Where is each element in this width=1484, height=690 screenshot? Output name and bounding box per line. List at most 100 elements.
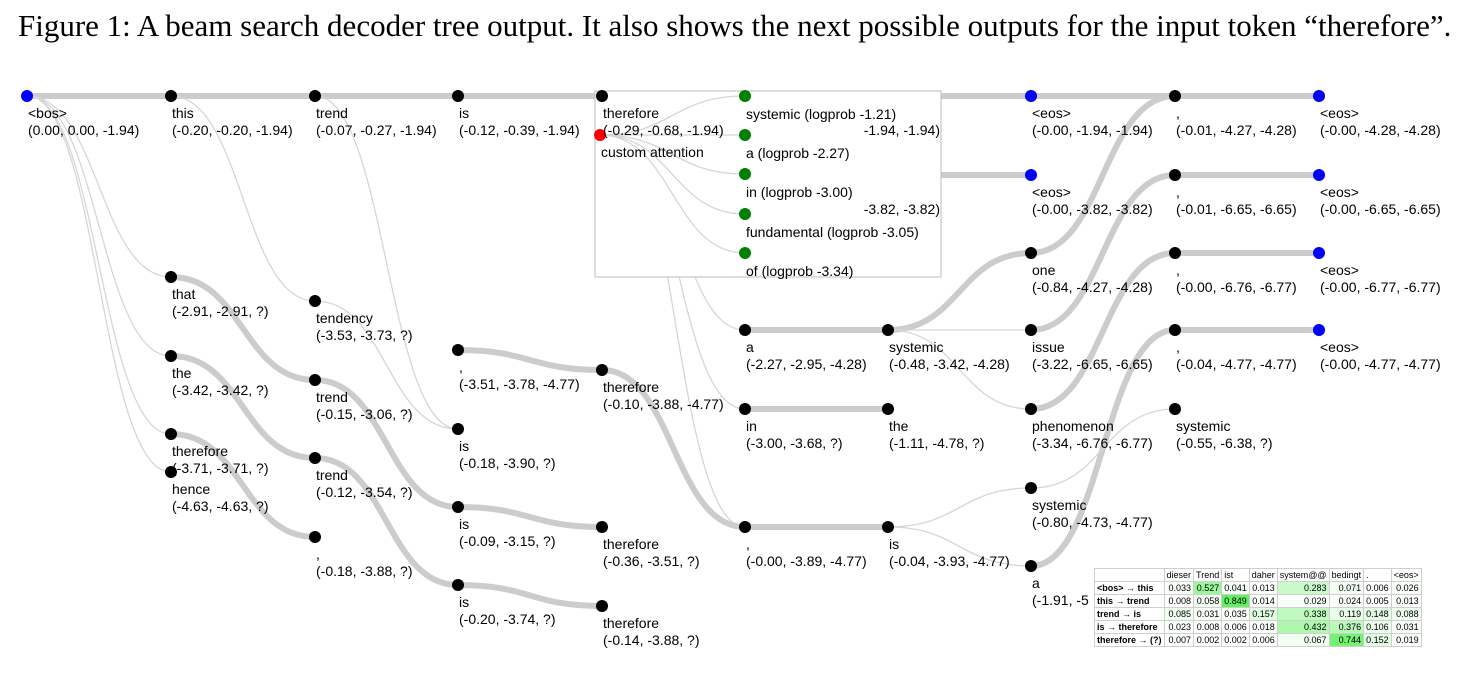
tree-node-sys5[interactable] — [1169, 403, 1181, 415]
tree-node-therefore3[interactable] — [596, 364, 608, 376]
tree-node-one[interactable] — [1025, 247, 1037, 259]
attention-row-label: is → therefore — [1094, 620, 1165, 634]
tree-node-comma2[interactable] — [309, 531, 321, 543]
tree-node-is3[interactable] — [452, 501, 464, 513]
tree-node-issue[interactable] — [1025, 324, 1037, 336]
node-score-label: (-0.36, -3.51, ?) — [603, 553, 700, 569]
node-word-label: trend — [316, 467, 348, 483]
node-word-label: <eos> — [1320, 184, 1359, 200]
node-word-label: fundamental (logprob -3.05) — [746, 224, 919, 240]
tree-edge — [885, 250, 1034, 333]
attention-cell: 0.106 — [1363, 620, 1392, 634]
tree-node-ca[interactable] — [594, 129, 606, 141]
node-score-label: (0.00, 0.00, -1.94) — [28, 122, 139, 138]
node-score-label: (-3.51, -3.78, -4.77) — [459, 376, 580, 392]
tree-node-eos2[interactable] — [1025, 169, 1037, 181]
attention-cell: 0.283 — [1276, 581, 1330, 595]
tree-edge — [26, 95, 172, 278]
node-word-label: therefore — [603, 105, 659, 121]
tree-node-sys3[interactable] — [882, 324, 894, 336]
node-score-label: (-0.04, -3.93, -4.77) — [889, 553, 1010, 569]
attention-column-header: ist — [1221, 568, 1250, 582]
attention-cell: 0.023 — [1163, 620, 1195, 634]
attention-cell: 0.338 — [1276, 607, 1330, 621]
tree-node-the1[interactable] — [165, 350, 177, 362]
node-score-label: (-0.00, -6.77, -6.77) — [1320, 279, 1441, 295]
attention-cell: 0.119 — [1328, 607, 1365, 621]
node-word-label: is — [459, 105, 469, 121]
tree-node-sys4[interactable] — [1025, 482, 1037, 494]
attention-cell: 0.041 — [1221, 581, 1250, 595]
tree-node-comma4[interactable] — [739, 521, 751, 533]
node-score-label: -3.82, -3.82) — [864, 201, 940, 217]
attention-cell: 0.014 — [1248, 594, 1278, 608]
node-word-label: , — [316, 546, 320, 562]
tree-edge — [26, 95, 172, 473]
node-score-label: (-0.20, -3.74, ?) — [459, 611, 556, 627]
tree-node-a4[interactable] — [1025, 560, 1037, 572]
tree-node-therefore2[interactable] — [165, 428, 177, 440]
tree-node-tendency[interactable] — [309, 295, 321, 307]
tree-node-eos1[interactable] — [1025, 90, 1037, 102]
node-word-label: issue — [1032, 339, 1065, 355]
tree-node-in1[interactable] — [739, 168, 751, 180]
tree-node-eos3[interactable] — [1313, 90, 1325, 102]
attention-cell: 0.005 — [1363, 594, 1392, 608]
tree-node-c2[interactable] — [1169, 169, 1181, 181]
tree-node-is2[interactable] — [452, 423, 464, 435]
tree-node-eos4[interactable] — [1313, 169, 1325, 181]
tree-node-phen[interactable] — [1025, 403, 1037, 415]
attention-column-header: <eos> — [1390, 568, 1422, 582]
node-score-label: (-0.14, -3.88, ?) — [603, 632, 700, 648]
tree-node-therefore4[interactable] — [596, 521, 608, 533]
tree-node-sys1[interactable] — [739, 90, 751, 102]
tree-node-c3[interactable] — [1169, 247, 1181, 259]
tree-node-is4[interactable] — [452, 579, 464, 591]
node-word-label: , — [459, 359, 463, 375]
tree-node-hence[interactable] — [165, 466, 177, 478]
tree-node-eos6[interactable] — [1313, 324, 1325, 336]
tree-node-therefore1[interactable] — [596, 90, 608, 102]
tree-node-this[interactable] — [165, 90, 177, 102]
tree-node-c4[interactable] — [1169, 324, 1181, 336]
tree-node-c1[interactable] — [1169, 90, 1181, 102]
tree-node-eos5[interactable] — [1313, 247, 1325, 259]
tree-node-trend1[interactable] — [309, 90, 321, 102]
attention-column-header: Trend — [1193, 568, 1223, 582]
tree-node-that[interactable] — [165, 271, 177, 283]
node-word-label: <eos> — [1032, 184, 1071, 200]
tree-node-of1[interactable] — [739, 247, 751, 259]
tree-node-trend3[interactable] — [309, 452, 321, 464]
node-word-label: tendency — [316, 310, 373, 326]
node-word-label: , — [1176, 339, 1180, 355]
attention-cell: 0.013 — [1390, 594, 1422, 608]
candidate-popup-box — [594, 90, 942, 278]
tree-edge — [170, 95, 316, 302]
tree-node-is1[interactable] — [452, 90, 464, 102]
tree-edge — [599, 95, 746, 136]
tree-node-trend2[interactable] — [309, 374, 321, 386]
attention-column-header: daher — [1248, 568, 1278, 582]
attention-cell: 0.006 — [1248, 633, 1278, 647]
tree-node-the2[interactable] — [882, 403, 894, 415]
node-word-label: hence — [172, 481, 210, 497]
node-word-label: therefore — [603, 536, 659, 552]
tree-edge — [455, 347, 605, 373]
tree-node-a2[interactable] — [739, 324, 751, 336]
tree-node-therefore5[interactable] — [596, 600, 608, 612]
tree-node-fund1[interactable] — [739, 208, 751, 220]
tree-node-bos[interactable] — [21, 90, 33, 102]
node-score-label: (-0.29, -0.68, -1.94) — [603, 122, 724, 138]
tree-edge — [168, 353, 318, 461]
tree-node-comma3[interactable] — [452, 344, 464, 356]
tree-edge — [887, 329, 1032, 410]
tree-edge — [455, 504, 605, 530]
tree-node-a1[interactable] — [739, 129, 751, 141]
attention-cell: 0.058 — [1193, 594, 1223, 608]
tree-node-is5[interactable] — [882, 521, 894, 533]
tree-node-in2[interactable] — [739, 403, 751, 415]
node-score-label: (-0.00, -3.89, -4.77) — [746, 553, 867, 569]
